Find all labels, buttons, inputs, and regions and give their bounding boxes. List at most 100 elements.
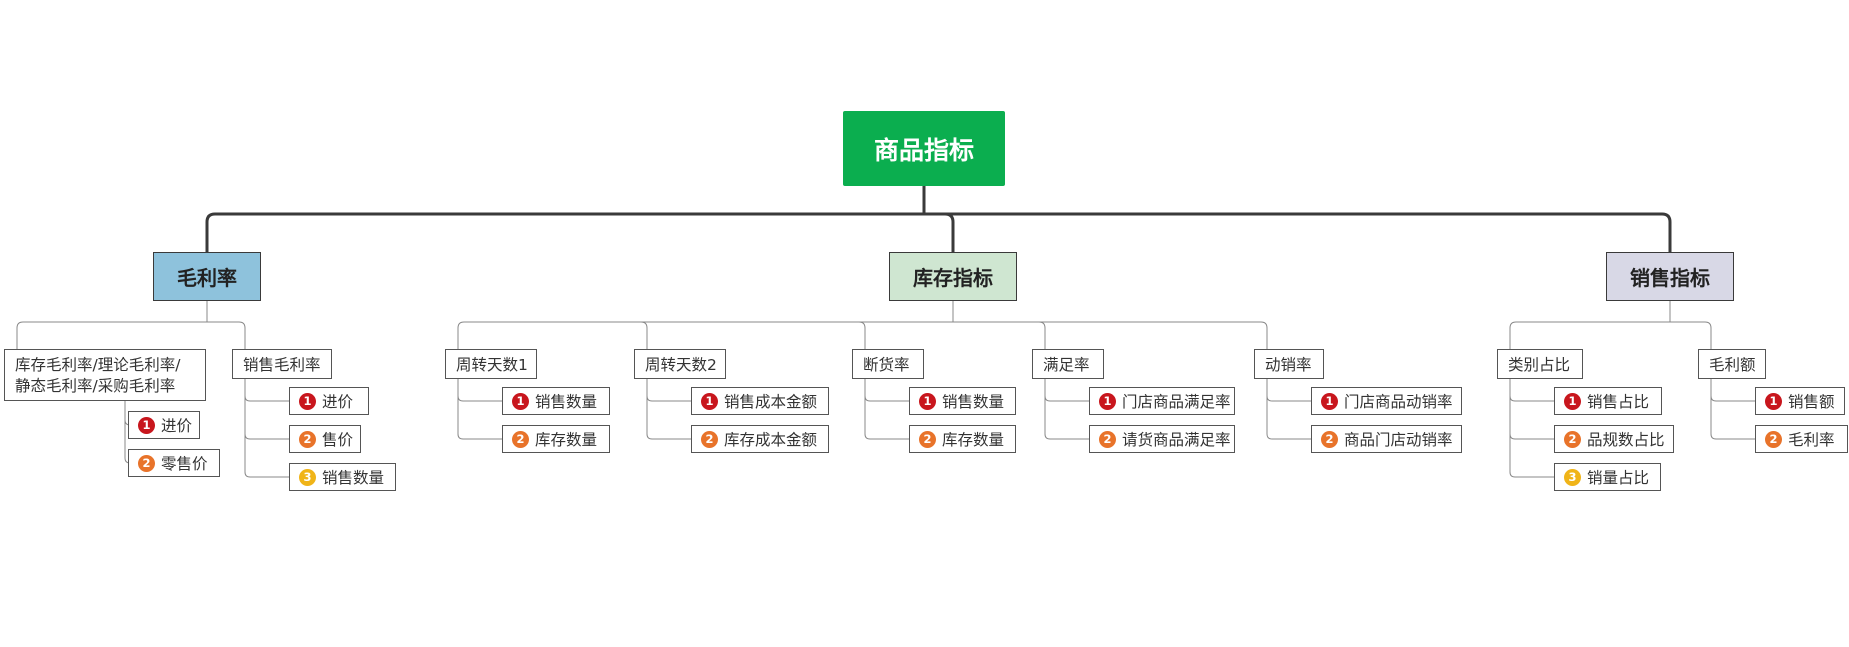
factor-item-label: 销售占比 xyxy=(1587,393,1650,411)
connector xyxy=(457,321,1268,349)
factor-item[interactable]: 2 零售价 xyxy=(128,449,220,477)
priority-badge-icon: 1 xyxy=(512,392,529,410)
metric-node[interactable]: 销售毛利率 xyxy=(232,349,332,379)
metric-node[interactable]: 动销率 xyxy=(1254,349,1324,379)
connector xyxy=(244,379,289,478)
factor-item-label: 商品门店动销率 xyxy=(1344,431,1453,449)
priority-badge-icon: 2 xyxy=(1321,430,1338,448)
connector xyxy=(205,212,1672,252)
priority-badge-icon: 1 xyxy=(1765,392,1782,410)
connector xyxy=(1509,321,1712,349)
connector xyxy=(646,379,691,440)
factor-item-label: 库存数量 xyxy=(535,431,598,449)
metric-node[interactable]: 库存毛利率/理论毛利率/静态毛利率/采购毛利率 xyxy=(4,349,206,401)
metric-node[interactable]: 断货率 xyxy=(852,349,924,379)
priority-badge-icon: 2 xyxy=(701,430,718,448)
factor-item-label: 毛利率 xyxy=(1788,431,1835,449)
priority-badge-icon: 2 xyxy=(1099,430,1116,448)
factor-item[interactable]: 2 库存成本金额 xyxy=(691,425,829,453)
connector xyxy=(1044,379,1089,440)
priority-badge-icon: 1 xyxy=(919,392,936,410)
factor-item[interactable]: 3 销售数量 xyxy=(289,463,396,491)
factor-item-label: 销售数量 xyxy=(535,393,598,411)
factor-item[interactable]: 2 库存数量 xyxy=(909,425,1016,453)
priority-badge-icon: 2 xyxy=(1564,430,1581,448)
factor-item[interactable]: 2 请货商品满足率 xyxy=(1089,425,1235,453)
factor-item[interactable]: 1 销售数量 xyxy=(502,387,610,415)
factor-item[interactable]: 2 售价 xyxy=(289,425,361,453)
factor-item[interactable]: 1 销售占比 xyxy=(1554,387,1662,415)
factor-item[interactable]: 2 品规数占比 xyxy=(1554,425,1674,453)
connector xyxy=(1710,379,1755,402)
connector xyxy=(1509,379,1554,478)
metric-node[interactable]: 周转天数2 xyxy=(634,349,726,379)
factor-item[interactable]: 1 进价 xyxy=(289,387,369,415)
factor-item-label: 品规数占比 xyxy=(1587,431,1665,449)
priority-badge-icon: 1 xyxy=(701,392,718,410)
priority-badge-icon: 3 xyxy=(1564,468,1581,486)
factor-item-label: 销售数量 xyxy=(322,469,385,487)
metric-node[interactable]: 满足率 xyxy=(1032,349,1104,379)
connector xyxy=(864,379,909,402)
factor-item-label: 销量占比 xyxy=(1587,469,1650,487)
connector xyxy=(944,212,955,252)
factor-item[interactable]: 2 毛利率 xyxy=(1755,425,1848,453)
metric-node[interactable]: 周转天数1 xyxy=(445,349,537,379)
priority-badge-icon: 1 xyxy=(1564,392,1581,410)
priority-badge-icon: 2 xyxy=(138,454,155,472)
priority-badge-icon: 2 xyxy=(512,430,529,448)
factor-item-label: 库存成本金额 xyxy=(724,431,818,449)
priority-badge-icon: 1 xyxy=(1099,392,1116,410)
factor-item[interactable]: 1 销售数量 xyxy=(909,387,1016,415)
priority-badge-icon: 2 xyxy=(1765,430,1782,448)
factor-item[interactable]: 1 进价 xyxy=(128,411,200,439)
connector xyxy=(244,379,289,402)
priority-badge-icon: 2 xyxy=(919,430,936,448)
factor-item-label: 进价 xyxy=(322,393,354,411)
factor-item-label: 门店商品动销率 xyxy=(1344,393,1453,411)
metric-node[interactable]: 毛利额 xyxy=(1698,349,1766,379)
factor-item[interactable]: 3 销量占比 xyxy=(1554,463,1661,491)
metric-node[interactable]: 类别占比 xyxy=(1497,349,1583,379)
connector xyxy=(16,321,246,349)
branch-node-3[interactable]: 销售指标 xyxy=(1606,252,1734,301)
connector xyxy=(1509,379,1554,402)
branch-node-1[interactable]: 毛利率 xyxy=(153,252,261,301)
connector xyxy=(640,321,648,349)
factor-item[interactable]: 1 销售额 xyxy=(1755,387,1845,415)
priority-badge-icon: 1 xyxy=(1321,392,1338,410)
connector xyxy=(1509,379,1554,440)
connector xyxy=(864,379,909,440)
priority-badge-icon: 1 xyxy=(299,392,316,410)
factor-item-label: 零售价 xyxy=(161,455,208,473)
connector xyxy=(858,321,866,349)
factor-item-label: 销售额 xyxy=(1788,393,1835,411)
factor-item-label: 库存数量 xyxy=(942,431,1005,449)
factor-item[interactable]: 1 销售成本金额 xyxy=(691,387,829,415)
factor-item[interactable]: 1 门店商品动销率 xyxy=(1311,387,1462,415)
factor-item[interactable]: 2 库存数量 xyxy=(502,425,610,453)
connector xyxy=(244,379,289,440)
factor-item-label: 销售成本金额 xyxy=(724,393,818,411)
connector xyxy=(457,379,502,440)
factor-item[interactable]: 2 商品门店动销率 xyxy=(1311,425,1462,453)
priority-badge-icon: 1 xyxy=(138,416,155,434)
factor-item-label: 请货商品满足率 xyxy=(1122,431,1231,449)
root-node[interactable]: 商品指标 xyxy=(843,111,1005,186)
connector xyxy=(646,379,691,402)
connector xyxy=(1044,379,1089,402)
connector xyxy=(457,379,502,402)
priority-badge-icon: 3 xyxy=(299,468,316,486)
connector xyxy=(1266,379,1311,440)
branch-node-2[interactable]: 库存指标 xyxy=(889,252,1017,301)
factor-item-label: 进价 xyxy=(161,417,193,435)
factor-item[interactable]: 1 门店商品满足率 xyxy=(1089,387,1235,415)
factor-item-label: 售价 xyxy=(322,431,354,449)
factor-item-label: 门店商品满足率 xyxy=(1122,393,1231,411)
connector xyxy=(1266,379,1311,402)
connector xyxy=(1710,379,1755,440)
priority-badge-icon: 2 xyxy=(299,430,316,448)
connector xyxy=(1038,321,1046,349)
factor-item-label: 销售数量 xyxy=(942,393,1005,411)
